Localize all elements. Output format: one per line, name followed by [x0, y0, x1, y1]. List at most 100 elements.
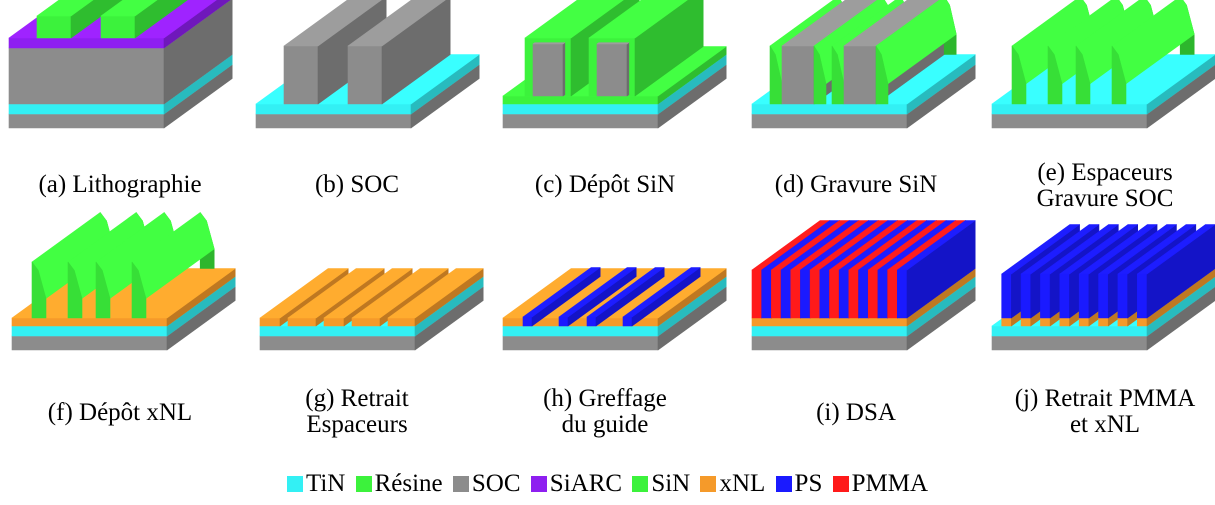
panel-retrait-pmma-xnl-drawing — [991, 224, 1215, 351]
panel-i-pmma-lamella — [751, 269, 762, 319]
panel-dsa-drawing — [751, 220, 976, 351]
panel-g-soc-base — [259, 335, 416, 351]
panel-b-soc-mandrel — [283, 0, 382, 47]
panel-i-pmma-lamella — [790, 269, 801, 319]
panel-j-ps-line — [1098, 224, 1177, 275]
legend-item-resine: Résine — [355, 470, 443, 498]
panel-d-tin-layer — [751, 103, 908, 115]
panel-j-ps-line — [1040, 273, 1051, 319]
panel-caption-retrait-espaceurs: (g) Retrait Espaceurs — [305, 385, 409, 438]
panel-c-soc-base — [502, 113, 659, 129]
panel-i-ps-lamella — [838, 269, 850, 319]
legend-swatch-tin — [286, 476, 303, 492]
panel-caption-greffage-guide: (h) Greffage du guide — [543, 385, 667, 438]
panel-h-soc-base — [502, 335, 659, 351]
panel-depot-xnl-drawing — [11, 212, 236, 351]
legend-swatch-pmma — [832, 476, 849, 492]
panel-h-tin-layer — [502, 325, 659, 337]
panel-j-ps-line — [1001, 224, 1080, 275]
panel-j-xnl-under — [1137, 317, 1148, 327]
panel-f-spacer — [131, 261, 147, 319]
panel-b-soc-mandrel — [283, 45, 319, 105]
panel-a-resist-line — [134, 0, 188, 39]
panel-i-ps-lamella — [897, 220, 976, 271]
panel-a-resist-line — [100, 15, 136, 39]
panel-i-ps-lamella — [819, 269, 830, 319]
panel-j-tin-layer — [991, 325, 1148, 337]
legend-label-sin: SiN — [651, 470, 691, 497]
panel-g-xnl-segment — [259, 268, 349, 319]
panel-d-spacer — [813, 45, 827, 105]
panel-caption-depot-sin: (c) Dépôt SiN — [534, 171, 676, 198]
legend-swatch-siarc — [530, 476, 547, 492]
panel-j-ps-line — [1020, 224, 1100, 275]
panel-j-soc-base — [1146, 286, 1215, 351]
panel-c-tin-layer — [502, 103, 659, 115]
panel-f-spacer — [95, 261, 111, 319]
panel-greffage-guide-drawing — [502, 267, 727, 351]
panel-j-ps-line — [1020, 273, 1032, 319]
panel-d-soc-mandrel — [781, 45, 815, 105]
panel-j-xnl-under — [1117, 317, 1128, 327]
panel-a-siarc-layer — [8, 37, 165, 49]
legend-label-siarc: SiARC — [549, 470, 623, 497]
panel-j-xnl-under — [1146, 268, 1215, 327]
panel-j-ps-line — [1117, 273, 1128, 319]
legend-swatch-sin — [632, 476, 649, 492]
panel-d-spacer — [875, 45, 889, 105]
legend-item-tin: TiN — [286, 470, 346, 498]
panel-caption-dsa: (i) DSA — [816, 399, 896, 426]
panel-g-xnl-segment — [259, 317, 281, 327]
panel-soc-drawing — [255, 0, 480, 129]
panel-b-soc-mandrel — [347, 0, 446, 47]
panel-f-soc-base — [11, 335, 168, 351]
panel-j-soc-base — [991, 335, 1148, 351]
panel-h-ps-guide — [522, 316, 533, 327]
panel-h-ps-guide — [622, 267, 701, 318]
panel-b-soc-mandrel — [347, 45, 383, 105]
legend: TiN Résine SOC SiARC SiN xNL PS PMMA — [0, 470, 1215, 498]
panel-g-xnl-segment — [387, 317, 416, 327]
panel-a-tin-layer — [8, 103, 165, 115]
panel-espaceurs-gravure-soc-drawing — [991, 0, 1215, 129]
panel-caption-depot-xnl: (f) Dépôt xNL — [47, 399, 193, 426]
panel-j-xnl-under — [1020, 317, 1032, 327]
panel-a-resist-line — [100, 0, 158, 17]
panel-i-pmma-lamella — [867, 269, 879, 319]
panel-f-xnl-layer — [11, 317, 168, 327]
panel-f-spacer — [67, 261, 83, 319]
panel-caption-soc: (b) SOC — [314, 171, 400, 198]
panel-f-spacer — [31, 261, 47, 319]
legend-label-ps: PS — [794, 470, 823, 497]
panel-h-ps-guide — [586, 267, 665, 318]
panel-e-spacer — [1111, 45, 1127, 105]
panel-c-sin-wrap — [588, 0, 688, 39]
panel-c-soc-core — [626, 42, 630, 97]
legend-swatch-ps — [775, 476, 792, 492]
panel-j-ps-line — [1137, 273, 1148, 319]
panel-h-ps-guide — [558, 316, 569, 327]
legend-label-soc: SOC — [471, 470, 521, 497]
panel-c-soc-core — [562, 42, 566, 97]
panel-j-ps-line — [1117, 224, 1197, 275]
panel-e-tin-layer — [1146, 54, 1215, 115]
legend-label-resine: Résine — [374, 470, 443, 497]
panel-d-spacer — [831, 45, 845, 105]
panel-e-spacer — [1011, 45, 1027, 105]
panel-j-ps-line — [1059, 224, 1138, 275]
panel-i-ps-lamella — [897, 269, 908, 319]
panel-h-ps-guide — [622, 316, 633, 327]
panel-i-tin-layer — [751, 325, 908, 337]
panel-j-ps-line — [1078, 224, 1158, 275]
legend-item-ps: PS — [775, 470, 823, 498]
panel-j-xnl-under — [1040, 317, 1051, 327]
panel-retrait-espaceurs-drawing — [259, 268, 484, 351]
legend-label-tin: TiN — [305, 470, 346, 497]
panel-j-xnl-under — [1078, 317, 1090, 327]
panel-a-soc-layer — [8, 47, 165, 105]
panel-j-ps-line — [1098, 273, 1109, 319]
panel-caption-retrait-pmma-xnl: (j) Retrait PMMA et xNL — [1014, 385, 1196, 438]
panel-j-ps-line — [1040, 224, 1119, 275]
panel-c-soc-core — [532, 42, 566, 45]
panel-c-sin-conformal — [502, 95, 659, 105]
